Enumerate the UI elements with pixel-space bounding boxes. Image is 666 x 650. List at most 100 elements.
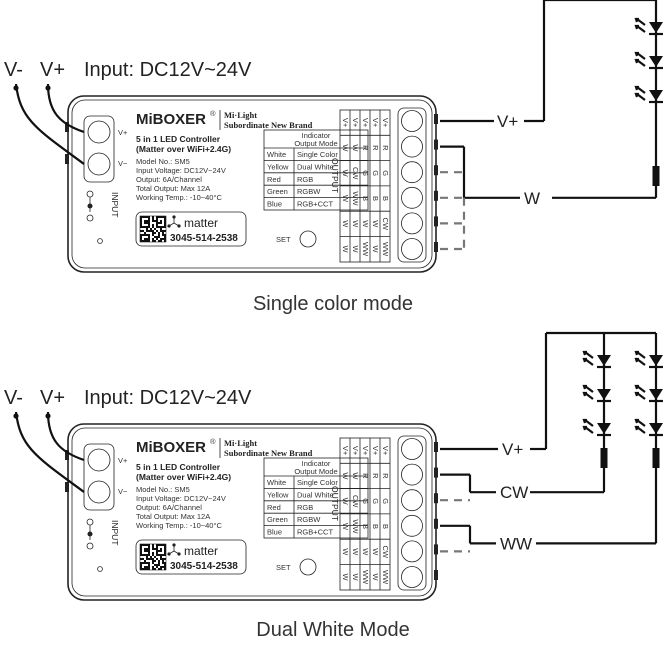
- qr-module: [148, 564, 150, 566]
- total-output: Total Output: Max 12A: [136, 184, 210, 193]
- indicator-color-cell: Green: [267, 187, 288, 196]
- indicator-color-cell: White: [267, 150, 286, 159]
- wire-label-cw: CW: [500, 483, 528, 502]
- qr-module: [140, 220, 142, 222]
- qr-code: [139, 215, 167, 243]
- qr-module: [154, 236, 156, 238]
- output-case-tab: [434, 518, 438, 529]
- output-mapping-cell: WW: [351, 191, 360, 206]
- qr-module: [160, 558, 162, 560]
- qr-module: [164, 568, 166, 570]
- qr-module: [146, 220, 148, 222]
- qr-module: [140, 562, 142, 564]
- output-mapping-cell: W: [341, 472, 350, 480]
- matter-logo-icon: [173, 222, 180, 227]
- qr-module: [164, 552, 166, 554]
- output-mapping-cell: W: [361, 220, 370, 228]
- output-mapping-cell: V+: [361, 118, 370, 128]
- input-terminal-vplus: [87, 448, 111, 472]
- qr-module: [164, 554, 166, 556]
- output-mapping-cell: W: [371, 574, 380, 582]
- output-mapping-cell: W: [351, 574, 360, 582]
- input-vminus-label: V−: [118, 487, 128, 496]
- qr-module: [140, 222, 142, 224]
- output-mapping-cell: W: [351, 220, 360, 228]
- qr-module: [142, 216, 144, 218]
- qr-module: [140, 554, 142, 556]
- qr-module: [162, 234, 164, 236]
- qr-module: [140, 544, 142, 546]
- qr-module: [152, 544, 154, 546]
- indicator-mode-cell: RGBW: [297, 187, 321, 196]
- qr-module: [142, 230, 144, 232]
- working-temp: Working Temp.: -10~40°C: [136, 521, 222, 530]
- led-diode-icon: [649, 56, 663, 67]
- qr-module: [148, 544, 150, 546]
- qr-module: [156, 546, 158, 548]
- qr-module: [148, 230, 150, 232]
- output-terminal: [401, 438, 423, 460]
- input-wire-end-positive: [45, 85, 51, 91]
- qr-module: [152, 566, 154, 568]
- indicator-color-cell: Red: [267, 175, 281, 184]
- qr-module: [158, 234, 160, 236]
- qr-module: [158, 236, 160, 238]
- output-mapping-cell: WW: [381, 570, 390, 585]
- qr-module: [144, 568, 146, 570]
- qr-module: [162, 560, 164, 562]
- pairing-code: 3045-514-2538: [170, 233, 238, 244]
- qr-module: [156, 218, 158, 220]
- indicator-color-cell: Blue: [267, 528, 282, 537]
- qr-module: [164, 236, 166, 238]
- qr-module: [160, 240, 162, 242]
- qr-module: [164, 218, 166, 220]
- pairing-code: 3045-514-2538: [170, 561, 238, 572]
- output-terminal: [401, 540, 423, 563]
- input-voltage: Input Voltage: DC12V~24V: [136, 166, 226, 175]
- output-mapping-cell: V+: [351, 446, 360, 456]
- qr-module: [142, 554, 144, 556]
- qr-module: [140, 216, 142, 218]
- qr-module: [152, 548, 154, 550]
- qr-module: [152, 238, 154, 240]
- sub-brand-line2: Subordinate New Brand: [224, 120, 313, 130]
- wire-label-ww: WW: [500, 534, 532, 553]
- qr-module: [160, 548, 162, 550]
- qr-module: [164, 566, 166, 568]
- qr-module: [152, 560, 154, 562]
- input-voltage-label: Input: DC12V~24V: [84, 59, 252, 81]
- qr-module: [148, 568, 150, 570]
- qr-module: [144, 550, 146, 552]
- input-terminal-block: [83, 443, 115, 511]
- qr-module: [154, 240, 156, 242]
- qr-module: [164, 546, 166, 548]
- output-mapping-cell: B: [381, 196, 390, 201]
- brand-name: MiBOXER: [136, 439, 206, 456]
- output-terminal-block: [397, 435, 427, 591]
- qr-module: [142, 234, 144, 236]
- indicator-mode-cell: RGB: [297, 503, 313, 512]
- input-vplus-label: V+: [118, 128, 128, 137]
- qr-module: [144, 220, 146, 222]
- qr-module: [144, 240, 146, 242]
- qr-module: [148, 562, 150, 564]
- qr-module: [144, 544, 146, 546]
- output-mapping-cell: V+: [361, 446, 370, 456]
- indicator-mode-cell: RGB: [297, 175, 313, 184]
- indicator-header-2: Output Mode: [294, 139, 337, 148]
- qr-module: [164, 558, 166, 560]
- indicator-color-cell: Green: [267, 515, 288, 524]
- qr-code: [139, 543, 167, 571]
- dc-symbol-minus: [86, 214, 94, 222]
- qr-module: [164, 544, 166, 546]
- led-emission-icon: [582, 350, 594, 359]
- qr-module: [148, 234, 150, 236]
- dc-symbol-dot: [87, 531, 93, 537]
- qr-module: [140, 230, 142, 232]
- qr-module: [146, 222, 148, 224]
- qr-module: [152, 232, 154, 234]
- led-emission-icon: [634, 51, 646, 60]
- qr-module: [162, 554, 164, 556]
